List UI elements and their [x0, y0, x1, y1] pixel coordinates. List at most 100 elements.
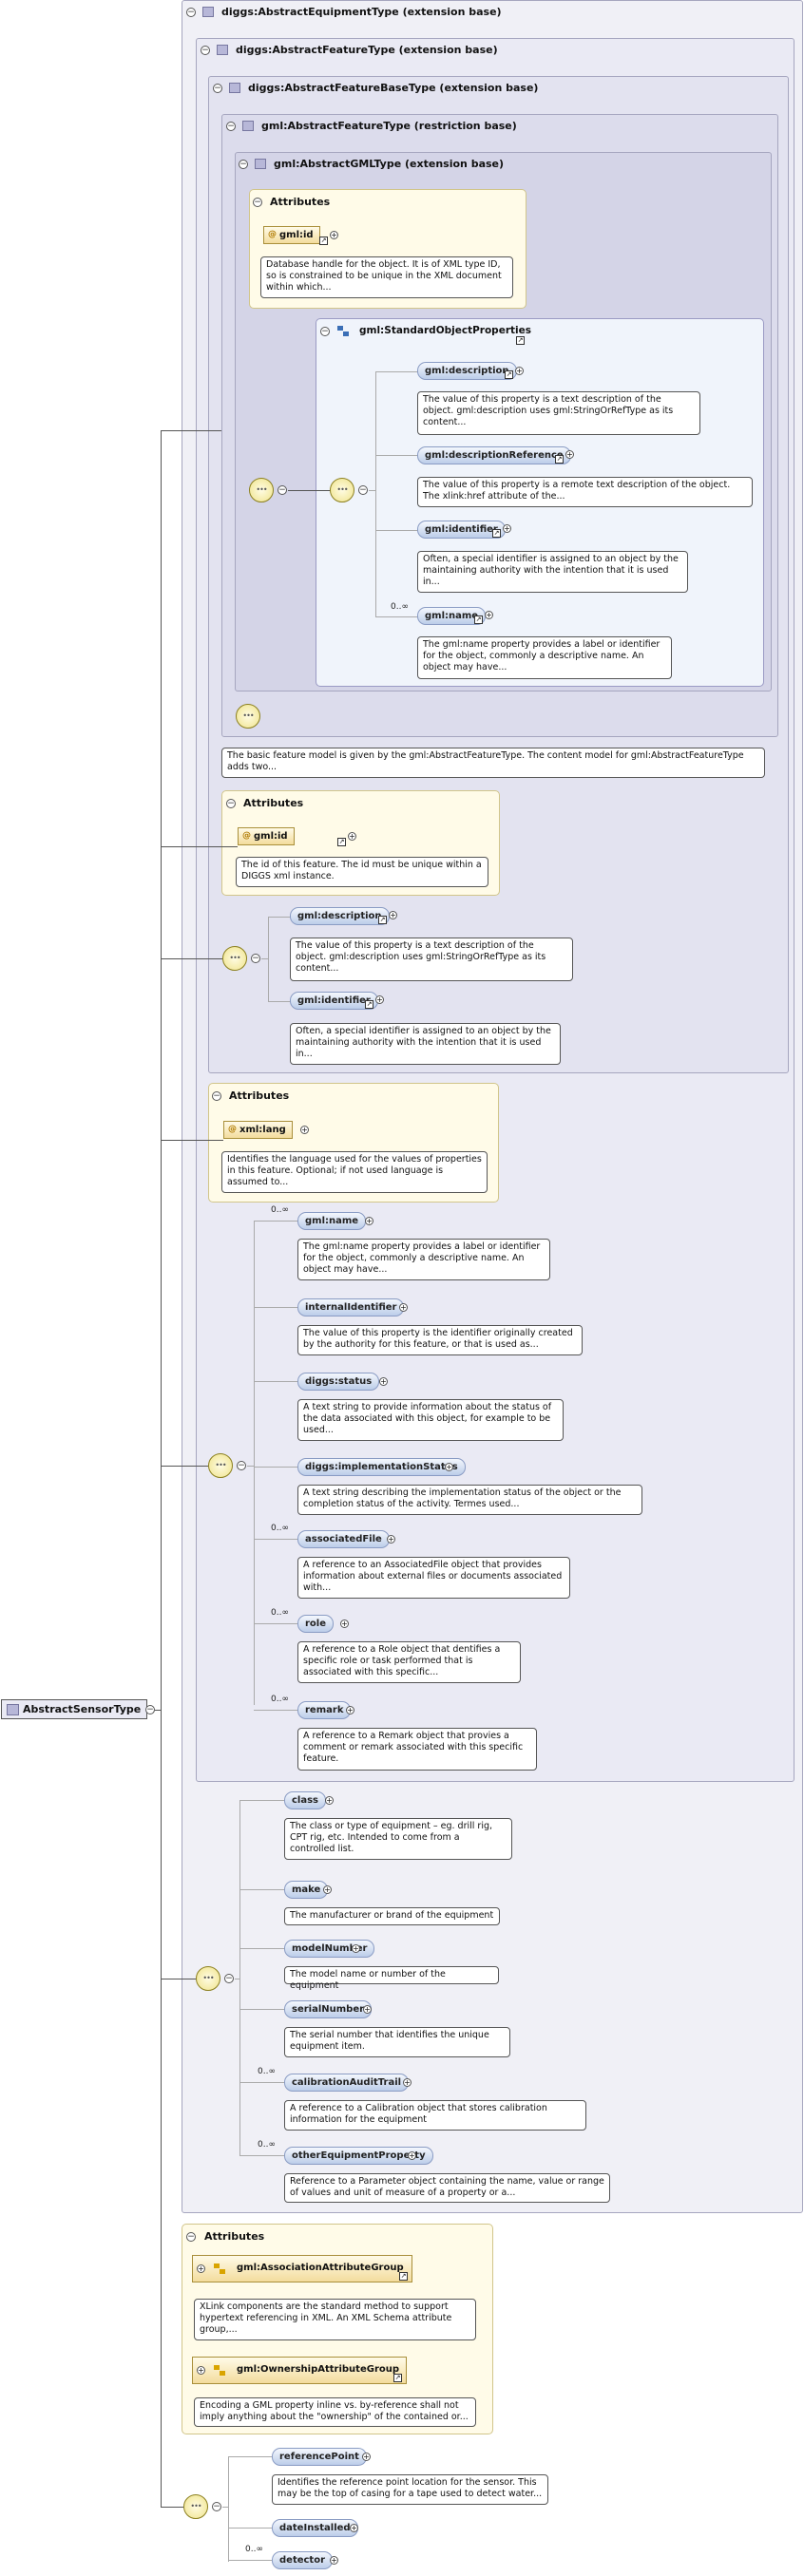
expand-icon[interactable]: + [348, 832, 356, 841]
gml-id-attribute[interactable]: gml:id [263, 226, 320, 244]
expand-icon[interactable]: + [375, 995, 384, 1004]
feature-collapse-toggle[interactable]: − [201, 46, 210, 55]
cardinality-label: 0..∞ [271, 1205, 289, 1215]
sequence-icon: ••• [208, 1453, 233, 1478]
gml-descriptionreference-element[interactable]: gml:descriptionReference [417, 446, 571, 464]
equipment-collapse-toggle[interactable]: − [186, 8, 196, 17]
gml-description-element[interactable]: gml:description [417, 362, 517, 380]
element-node[interactable]: dateInstalled [272, 2519, 358, 2537]
xml-lang-attribute[interactable]: xml:lang [223, 1121, 293, 1139]
link-icon[interactable]: ↗ [505, 370, 513, 379]
expand-icon[interactable]: + [330, 2556, 338, 2565]
gml-name-desc: The gml:name property provides a label o… [417, 636, 672, 679]
complex-type-icon [202, 7, 214, 17]
expand-icon[interactable]: + [365, 1217, 373, 1225]
expand-icon[interactable]: + [325, 1796, 334, 1805]
expand-icon[interactable]: + [387, 1535, 395, 1544]
element-node[interactable]: class [284, 1791, 327, 1809]
link-icon[interactable]: ↗ [365, 1000, 373, 1009]
expand-icon[interactable]: + [389, 911, 397, 919]
connector-line [228, 2456, 272, 2457]
sequence-collapse-toggle[interactable]: − [212, 2502, 221, 2511]
expand-icon[interactable]: + [379, 1377, 388, 1386]
expand-icon[interactable]: + [197, 2264, 205, 2273]
expand-icon[interactable]: + [350, 2524, 358, 2532]
expand-icon[interactable]: + [300, 1126, 309, 1134]
element-node[interactable]: calibrationAuditTrail [284, 2074, 410, 2092]
sequence-collapse-toggle[interactable]: − [358, 485, 368, 495]
element-node[interactable]: modelNumber [284, 1940, 375, 1958]
expand-icon[interactable]: + [485, 611, 493, 619]
link-icon[interactable]: ↗ [393, 2374, 402, 2382]
expand-icon[interactable]: + [408, 2151, 416, 2160]
element-node[interactable]: associatedFile [297, 1530, 390, 1548]
connector-line [239, 2155, 284, 2156]
gml-name-element[interactable]: gml:name [417, 607, 487, 625]
attributes-collapse-toggle[interactable]: − [226, 799, 236, 808]
expand-icon[interactable]: + [503, 524, 511, 533]
sequence-collapse-toggle[interactable]: − [278, 485, 287, 495]
element-node[interactable]: make [284, 1881, 329, 1899]
cardinality-label: 0..∞ [391, 602, 409, 612]
link-icon[interactable]: ↗ [399, 2272, 408, 2281]
sequence-collapse-toggle[interactable]: − [251, 954, 260, 963]
gml-collapse-toggle[interactable]: − [239, 160, 248, 169]
connector-line [375, 530, 418, 531]
element-node[interactable]: diggs:implementationStatus [297, 1458, 466, 1476]
link-icon[interactable]: ↗ [516, 336, 525, 345]
element-node[interactable]: serialNumber [284, 2000, 373, 2018]
feature-model-description: The basic feature model is given by the … [221, 748, 765, 778]
featurebase-description-element[interactable]: gml:description [290, 907, 390, 925]
connector-line [375, 371, 418, 372]
element-node[interactable]: referencePoint [272, 2448, 367, 2466]
element-node[interactable]: internalIdentifier [297, 1298, 405, 1316]
attributes-collapse-toggle[interactable]: − [186, 2232, 196, 2242]
element-node[interactable]: diggs:status [297, 1373, 380, 1391]
element-node[interactable]: detector [272, 2551, 334, 2569]
link-icon[interactable]: ↗ [474, 616, 483, 624]
root-collapse-toggle[interactable]: − [145, 1705, 155, 1714]
link-icon[interactable]: ↗ [555, 455, 564, 464]
attributes-title: Attributes [204, 2230, 265, 2243]
ownership-group-label[interactable]: gml:OwnershipAttributeGroup [237, 2364, 400, 2375]
group-collapse-toggle[interactable]: − [320, 327, 330, 336]
expand-icon[interactable]: + [346, 1706, 354, 1714]
link-icon[interactable]: ↗ [337, 838, 346, 846]
link-icon[interactable]: ↗ [319, 237, 328, 245]
root-type-node[interactable]: AbstractSensorType [1, 1699, 148, 1719]
sequence-collapse-toggle[interactable]: − [224, 1974, 234, 1983]
expand-icon[interactable]: + [352, 1944, 360, 1953]
association-group-label[interactable]: gml:AssociationAttributeGroup [237, 2263, 404, 2273]
element-node[interactable]: gml:name [297, 1212, 367, 1230]
expand-icon[interactable]: + [403, 2078, 412, 2087]
gml-description-desc: The value of this property is a text des… [417, 391, 700, 435]
element-node[interactable]: otherEquipmentProperty [284, 2147, 433, 2165]
attributes-title: Attributes [243, 797, 304, 809]
expand-icon[interactable]: + [323, 1885, 332, 1894]
expand-icon[interactable]: + [330, 231, 338, 239]
connector-line [161, 430, 221, 431]
connector-line [254, 1623, 297, 1624]
featurebase-id-attribute[interactable]: gml:id [238, 827, 295, 845]
link-icon[interactable]: ↗ [378, 916, 387, 924]
gml-feature-collapse-toggle[interactable]: − [226, 122, 236, 131]
element-description: Identifies the reference point location … [272, 2474, 548, 2505]
sequence-collapse-toggle[interactable]: − [237, 1461, 246, 1470]
element-node[interactable]: remark [297, 1701, 352, 1719]
attributes-collapse-toggle[interactable]: − [212, 1091, 221, 1101]
expand-icon[interactable]: + [445, 1463, 453, 1471]
connector-line [254, 1710, 297, 1711]
attributes-collapse-toggle[interactable]: − [253, 198, 262, 207]
expand-icon[interactable]: + [363, 2005, 372, 2014]
link-icon[interactable]: ↗ [492, 529, 501, 538]
attribute-group-icon [214, 2263, 227, 2275]
group-title[interactable]: gml:StandardObjectProperties [359, 325, 531, 336]
featurebase-collapse-toggle[interactable]: − [213, 84, 222, 93]
element-node[interactable]: role [297, 1615, 335, 1633]
expand-icon[interactable]: + [197, 2366, 205, 2375]
expand-icon[interactable]: + [565, 450, 574, 459]
expand-icon[interactable]: + [515, 367, 524, 375]
expand-icon[interactable]: + [362, 2453, 371, 2461]
expand-icon[interactable]: + [340, 1619, 349, 1628]
expand-icon[interactable]: + [399, 1303, 408, 1312]
